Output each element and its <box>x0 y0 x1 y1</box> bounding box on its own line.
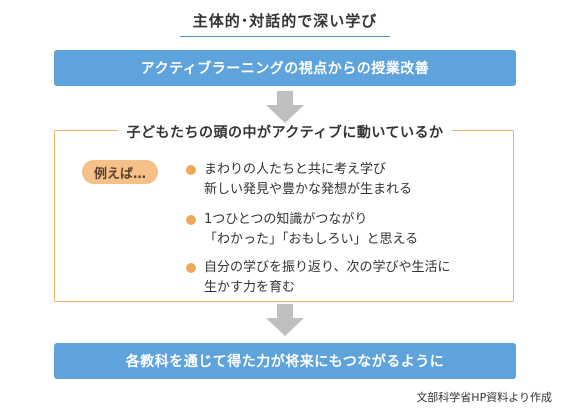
list-item-line: まわりの人たちと共に考え学び <box>204 162 387 177</box>
down-arrow-icon <box>266 91 304 123</box>
list-item: 1つひとつの知識がつながり 「わかった」「おもしろい」と思える <box>186 210 418 250</box>
list-item: まわりの人たちと共に考え学び 新しい発見や豊かな発想が生まれる <box>186 160 412 200</box>
title-underline <box>180 36 390 37</box>
list-item-line: 「わかった」「おもしろい」と思える <box>204 232 419 247</box>
frame-title: 子どもたちの頭の中がアクティブに動いているか <box>0 122 570 142</box>
list-item-line: 1つひとつの知識がつながり <box>204 212 368 227</box>
list-item-line: 生かす力を育む <box>204 280 296 295</box>
bottom-box: 各教科を通じて得た力が将来にもつながるように <box>54 343 516 379</box>
list-item-line: 新しい発見や豊かな発想が生まれる <box>204 182 413 197</box>
example-badge: 例えば… <box>82 160 158 184</box>
top-box: アクティブラーニングの視点からの授業改善 <box>54 50 516 86</box>
list-item-line: 自分の学びを振り返り、次の学びや生活に <box>204 260 451 275</box>
bullet-icon <box>186 215 196 225</box>
frame-title-text: 子どもたちの頭の中がアクティブに動いているか <box>118 125 452 141</box>
bullet-icon <box>186 165 196 175</box>
down-arrow-icon <box>266 304 304 336</box>
list-item: 自分の学びを振り返り、次の学びや生活に 生かす力を育む <box>186 258 450 298</box>
source-note: 文部科学省HP資料より作成 <box>416 391 552 404</box>
diagram-title: 主体的･対話的で深い学び <box>192 12 378 30</box>
bullet-icon <box>186 263 196 273</box>
